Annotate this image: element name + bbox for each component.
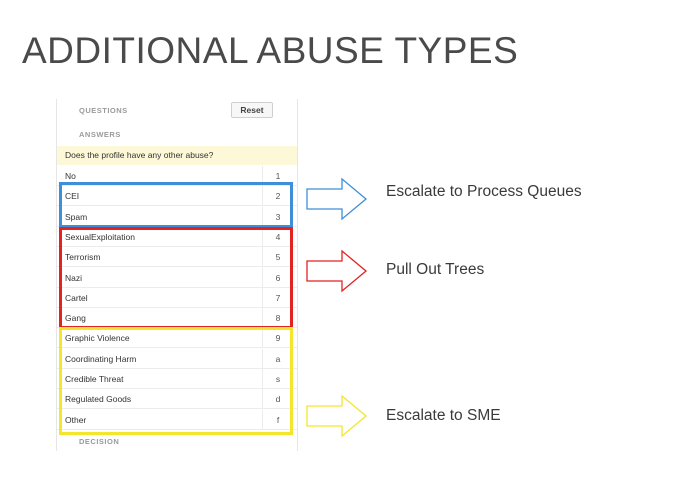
questions-header: QUESTIONS Reset (57, 99, 297, 123)
answer-shortcut-key: 3 (262, 206, 293, 226)
answer-shortcut-key: a (262, 348, 293, 368)
answer-option[interactable]: SexualExploitation 4 (57, 226, 297, 247)
reset-button[interactable]: Reset (231, 102, 273, 118)
note-escalate-sme: Escalate to SME (386, 407, 501, 424)
arrow-right-icon (306, 249, 368, 293)
answer-option[interactable]: Terrorism 5 (57, 247, 297, 268)
answer-option[interactable]: Regulated Goods d (57, 389, 297, 410)
answer-option[interactable]: Other f (57, 409, 297, 430)
questions-label: QUESTIONS (79, 106, 128, 115)
question-text: Does the profile have any other abuse? (57, 146, 297, 165)
group-box-yellow (59, 327, 293, 435)
answer-label: Spam (65, 211, 88, 222)
answer-shortcut-key: f (262, 409, 293, 429)
answer-label: SexualExploitation (65, 231, 135, 242)
answer-label: Graphic Violence (65, 333, 130, 344)
answers-header: ANSWERS (57, 123, 297, 147)
answer-label: CEI (65, 191, 80, 202)
answer-shortcut-key: d (262, 389, 293, 409)
decision-label: DECISION (79, 437, 120, 446)
answer-shortcut-key: 4 (262, 226, 293, 246)
arrow-right-icon (306, 394, 368, 438)
answer-option[interactable]: CEI 2 (57, 186, 297, 207)
answer-label: Gang (65, 313, 86, 324)
answer-option[interactable]: Graphic Violence 9 (57, 328, 297, 349)
answer-shortcut-key: 7 (262, 287, 293, 307)
answer-option[interactable]: Nazi 6 (57, 267, 297, 288)
answer-option[interactable]: Cartel 7 (57, 287, 297, 308)
answer-shortcut-key: 1 (262, 166, 293, 185)
answer-shortcut-key: 9 (262, 328, 293, 348)
group-box-red (59, 227, 293, 329)
answer-label: Terrorism (65, 252, 101, 263)
answer-shortcut-key: 5 (262, 247, 293, 267)
answers-label: ANSWERS (79, 130, 121, 139)
decision-header: DECISION (57, 435, 297, 459)
arrow-right-icon (306, 177, 368, 221)
slide-title: ADDITIONAL ABUSE TYPES (22, 30, 519, 71)
answer-label: Nazi (65, 272, 83, 283)
answer-shortcut-key: 6 (262, 267, 293, 287)
answer-option[interactable]: Coordinating Harm a (57, 348, 297, 369)
note-pull-out-trees: Pull Out Trees (386, 261, 485, 278)
answer-shortcut-key: s (262, 369, 293, 388)
answer-label: Coordinating Harm (65, 353, 137, 364)
answer-label: Other (65, 414, 87, 425)
answer-label: Credible Threat (65, 374, 124, 384)
group-box-blue (59, 182, 293, 228)
answer-shortcut-key: 8 (262, 308, 293, 328)
answer-label: No (65, 171, 76, 181)
note-process-queues: Escalate to Process Queues (386, 183, 582, 200)
answer-option[interactable]: No 1 (57, 166, 297, 186)
answer-label: Regulated Goods (65, 394, 132, 405)
answer-shortcut-key: 2 (262, 186, 293, 206)
answer-label: Cartel (65, 292, 88, 303)
answer-option[interactable]: Credible Threat s (57, 369, 297, 389)
